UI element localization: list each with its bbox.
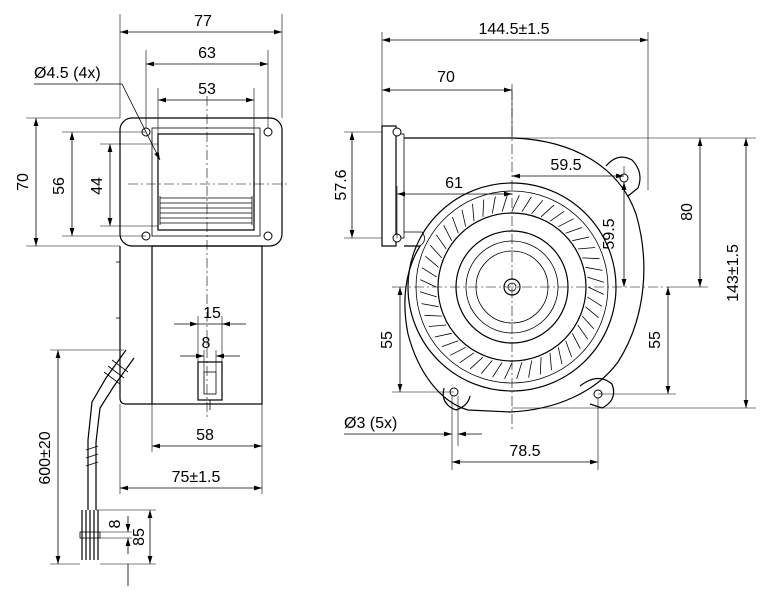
front-scroll-housing — [404, 137, 645, 413]
impeller-blade — [549, 352, 552, 371]
front-lug-top-right — [605, 156, 641, 197]
impeller-blade — [421, 267, 437, 278]
dim-85: 85 — [131, 528, 148, 546]
dim-61: 61 — [445, 175, 463, 192]
dim-57: 57.6 — [333, 169, 350, 200]
dim-55-right: 55 — [647, 331, 664, 349]
impeller-blade — [582, 257, 600, 260]
impeller-blade — [558, 218, 574, 228]
dim-143: 143±1.5 — [725, 244, 742, 302]
dim-8-wire: 8 — [107, 519, 124, 528]
impeller-blade — [577, 247, 596, 250]
impeller-blade — [420, 279, 437, 288]
impeller-blade — [480, 360, 493, 374]
dim-55-left: 55 — [379, 331, 396, 349]
dim-56: 56 — [51, 177, 68, 195]
impeller-blade — [531, 200, 544, 214]
impeller-blade — [511, 195, 520, 212]
dim-75: 75±1.5 — [172, 469, 221, 486]
impeller-blade — [516, 362, 523, 380]
impeller-blade — [424, 314, 442, 317]
impeller-blade — [565, 340, 572, 358]
dim-59-horizontal: 59.5 — [550, 157, 581, 174]
side-flange — [119, 117, 283, 247]
impeller-blade — [419, 291, 437, 298]
front-view: 144.5±1.5 70 57.6 61 59.5 59.5 80 143±1.… — [333, 21, 756, 470]
impeller-blade — [587, 276, 605, 283]
dim-600: 600±20 — [37, 431, 54, 484]
impeller-blade — [461, 209, 467, 227]
impeller-blade — [539, 357, 542, 375]
front-hole-top-left — [392, 127, 402, 137]
dim-144: 144.5±1.5 — [478, 21, 549, 38]
impeller-blade — [528, 360, 533, 378]
impeller-blade — [571, 333, 581, 349]
impeller-blade — [581, 315, 595, 330]
impeller-blade — [435, 234, 447, 250]
impeller-blade — [469, 356, 484, 370]
impeller-blade — [459, 352, 475, 364]
impeller-blade — [585, 306, 599, 319]
front-impeller-blades — [419, 194, 605, 380]
impeller-blade — [425, 255, 439, 268]
impeller-blade — [549, 210, 565, 222]
front-outlet-flange — [381, 125, 397, 247]
impeller-blade — [491, 196, 496, 214]
dim-78: 78.5 — [509, 443, 540, 460]
dim-70-front: 70 — [437, 69, 455, 86]
impeller-blade — [482, 199, 485, 217]
impeller-blade — [441, 340, 459, 347]
impeller-blade — [565, 227, 583, 234]
side-cable — [79, 349, 135, 560]
dim-70-side: 70 — [15, 173, 32, 191]
dim-15: 15 — [203, 305, 221, 322]
front-lug-bottom-left — [442, 387, 471, 411]
dim-59-vertical: 59.5 — [601, 218, 618, 249]
side-impeller-blades — [159, 196, 253, 225]
impeller-blade — [540, 204, 555, 218]
impeller-blade — [429, 244, 443, 259]
side-outlet-opening — [157, 133, 255, 231]
dim-hole-side: Ø4.5 (4x) — [34, 65, 101, 82]
side-outlet-frame — [151, 127, 261, 237]
dim-hole-front: Ø3 (5x) — [344, 415, 397, 432]
side-view: 77 63 53 Ø4.5 (4x) 70 56 44 15 — [15, 13, 290, 586]
side-housing-edge — [119, 246, 152, 405]
impeller-blade — [501, 194, 508, 212]
impeller-blade — [472, 203, 475, 222]
front-lug-bottom-right — [579, 377, 615, 409]
impeller-blade — [434, 332, 452, 338]
impeller-blade — [577, 324, 589, 340]
dim-58: 58 — [196, 427, 214, 444]
dim-8-connector: 8 — [202, 335, 211, 352]
impeller-blade — [504, 362, 513, 379]
impeller-blade — [572, 236, 590, 242]
impeller-blade — [492, 362, 503, 378]
impeller-blade — [450, 346, 466, 356]
impeller-blade — [443, 225, 453, 241]
impeller-blade — [587, 296, 603, 307]
impeller-blade — [587, 286, 604, 295]
impeller-blade — [452, 216, 459, 234]
impeller-blade — [421, 303, 439, 308]
dim-53: 53 — [198, 81, 216, 98]
dim-77: 77 — [194, 13, 212, 30]
impeller-blade — [521, 196, 532, 212]
impeller-blade — [557, 347, 563, 365]
dim-63: 63 — [198, 45, 216, 62]
dim-80: 80 — [679, 203, 696, 221]
dim-44: 44 — [89, 177, 106, 195]
impeller-blade — [428, 324, 447, 327]
impeller-blade — [585, 266, 603, 271]
